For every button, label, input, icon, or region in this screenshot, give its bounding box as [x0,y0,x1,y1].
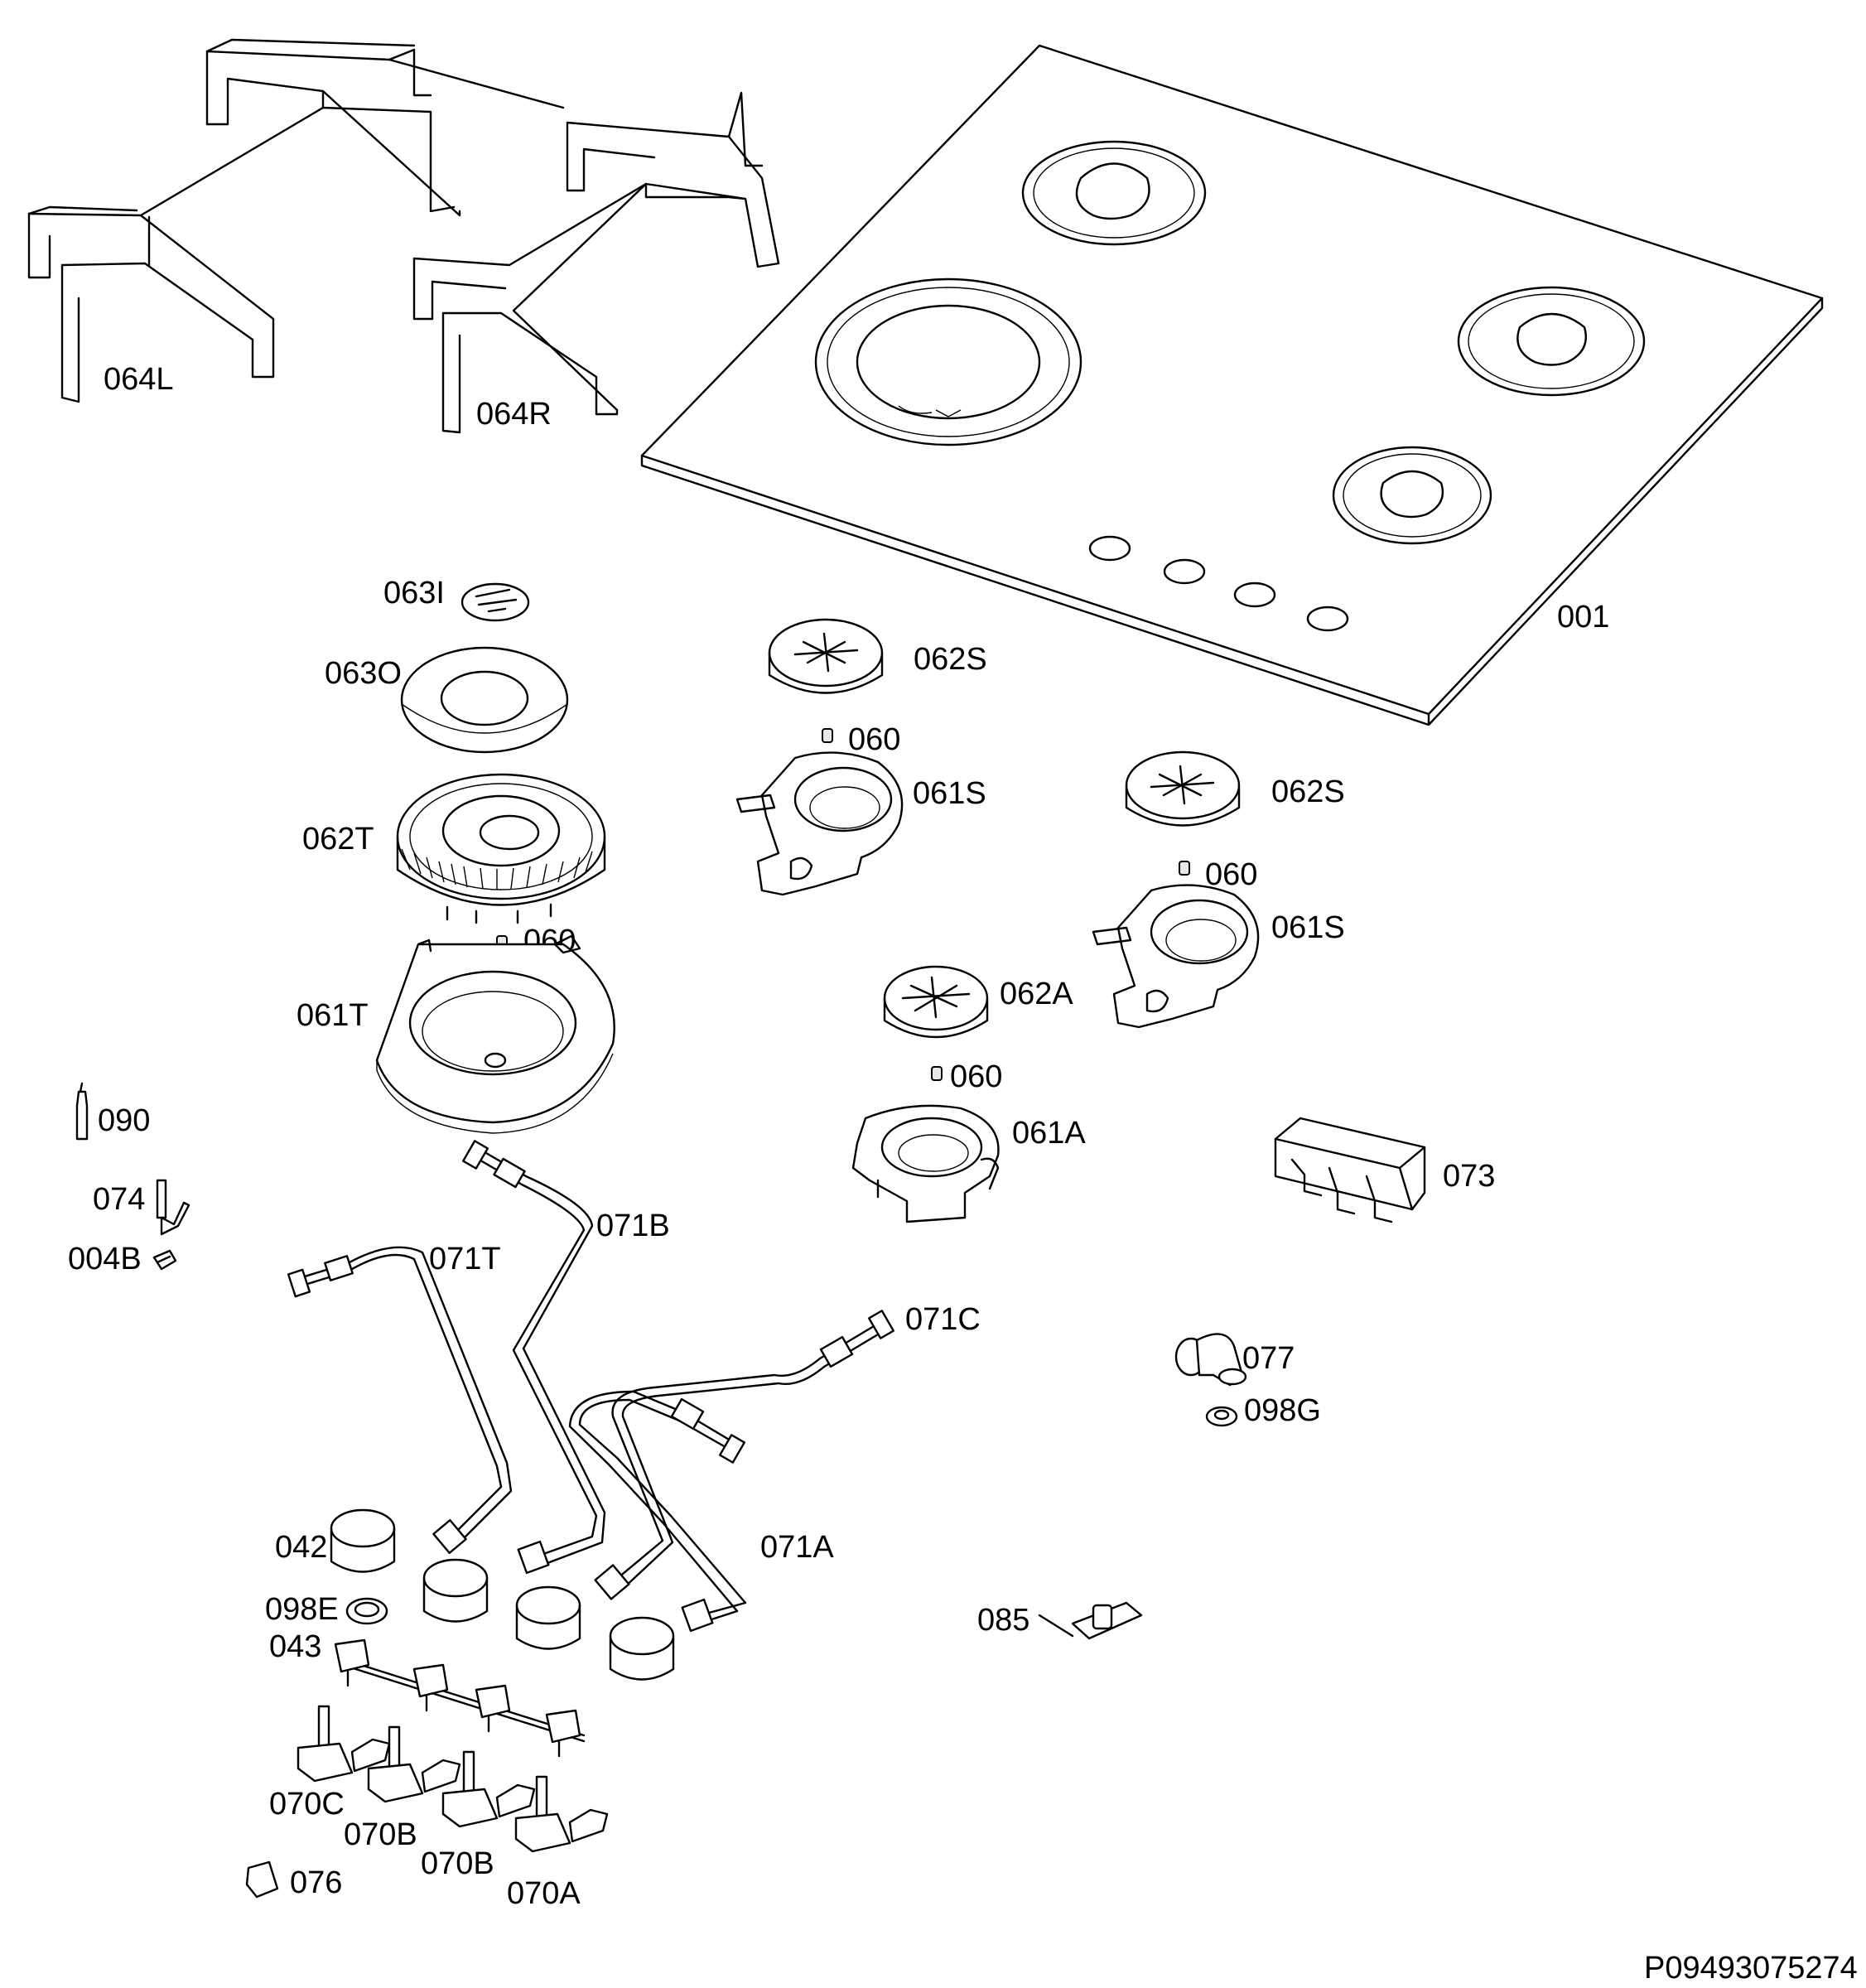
cable-clamp-085[interactable] [1038,1601,1143,1640]
gas-pipe-071C[interactable] [594,1310,894,1600]
label-074: 074 [93,1182,145,1217]
label-090: 090 [98,1103,150,1138]
semi-rapid-burner-cap-062S-a[interactable] [768,618,884,694]
label-061S-a: 061S [913,776,986,811]
label-001: 001 [1557,600,1609,635]
label-070C: 070C [269,1787,345,1822]
control-knob-042-3[interactable] [515,1585,581,1650]
label-060-auxiliary: 060 [950,1059,1002,1094]
label-085: 085 [977,1603,1029,1638]
gas-tap-070B-2[interactable] [441,1750,536,1828]
label-070B-2: 070B [421,1846,494,1881]
clip-004B[interactable] [152,1249,177,1271]
label-061T: 061T [297,998,369,1033]
outer-cap-ring-063O[interactable] [400,646,569,754]
control-knob-042-2[interactable] [422,1558,489,1623]
semi-rapid-burner-base-061S-a[interactable] [735,751,904,896]
thermocouple-090[interactable] [75,1082,89,1141]
label-043: 043 [269,1629,321,1664]
label-060-semi-rapid-b: 060 [1205,857,1257,892]
cover-076[interactable] [245,1860,279,1899]
hob-top-plate-001[interactable] [640,44,1824,726]
gas-tap-070C[interactable] [297,1705,391,1783]
injector-060-auxiliary[interactable] [931,1066,943,1081]
control-knob-042-4[interactable] [609,1616,675,1681]
injector-060-semi-rapid-a[interactable] [822,728,833,743]
inner-cap-063I[interactable] [460,582,530,622]
label-062S-a: 062S [914,642,987,677]
label-060-semi-rapid-a: 060 [848,722,900,757]
label-076: 076 [290,1865,342,1900]
ignition-switch-harness-043[interactable] [334,1638,586,1758]
label-077: 077 [1242,1341,1295,1376]
control-knob-042-1[interactable] [330,1508,396,1573]
label-061S-b: 061S [1271,910,1345,945]
label-071A: 071A [760,1530,834,1565]
drawing-number: P09493075274 [1644,1951,1858,1986]
label-070B-1: 070B [344,1817,417,1852]
triple-crown-burner-062T[interactable] [396,773,606,924]
gas-pipe-071T[interactable] [287,1246,513,1555]
spark-generator-073[interactable] [1274,1117,1426,1223]
label-098G: 098G [1244,1393,1321,1428]
pan-support-064L[interactable] [27,38,565,403]
gas-pipe-071A[interactable] [568,1390,747,1633]
gas-pipe-071B[interactable] [462,1140,606,1575]
gas-tap-070A[interactable] [514,1775,609,1853]
label-063O: 063O [325,656,402,691]
label-071B: 071B [596,1209,670,1243]
auxiliary-burner-base-061A[interactable] [851,1104,1000,1223]
gas-inlet-elbow-077[interactable] [1174,1333,1247,1387]
label-071C: 071C [905,1302,981,1337]
label-098E: 098E [265,1592,339,1627]
label-064R: 064R [476,397,552,432]
label-070A: 070A [507,1876,581,1911]
label-064L: 064L [104,362,174,397]
semi-rapid-burner-cap-062S-b[interactable] [1125,750,1241,827]
label-042: 042 [275,1530,327,1565]
label-073: 073 [1443,1159,1495,1194]
injector-060-semi-rapid-b[interactable] [1179,861,1190,876]
label-061A: 061A [1012,1116,1086,1151]
label-062A: 062A [1000,977,1073,1011]
label-063I: 063I [383,576,445,610]
semi-rapid-burner-base-061S-b[interactable] [1092,884,1260,1029]
triple-burner-base-061T[interactable] [375,934,615,1134]
ignition-electrode-074[interactable] [156,1179,190,1236]
label-062S-b: 062S [1271,774,1345,809]
label-062T: 062T [302,822,374,856]
label-004B: 004B [68,1242,142,1276]
knob-ring-098E[interactable] [345,1597,388,1625]
gas-tap-070B-1[interactable] [367,1725,461,1803]
auxiliary-burner-cap-062A[interactable] [883,965,989,1039]
label-071T: 071T [429,1242,501,1276]
pan-support-064R[interactable] [412,91,780,434]
seal-098G[interactable] [1205,1406,1238,1427]
